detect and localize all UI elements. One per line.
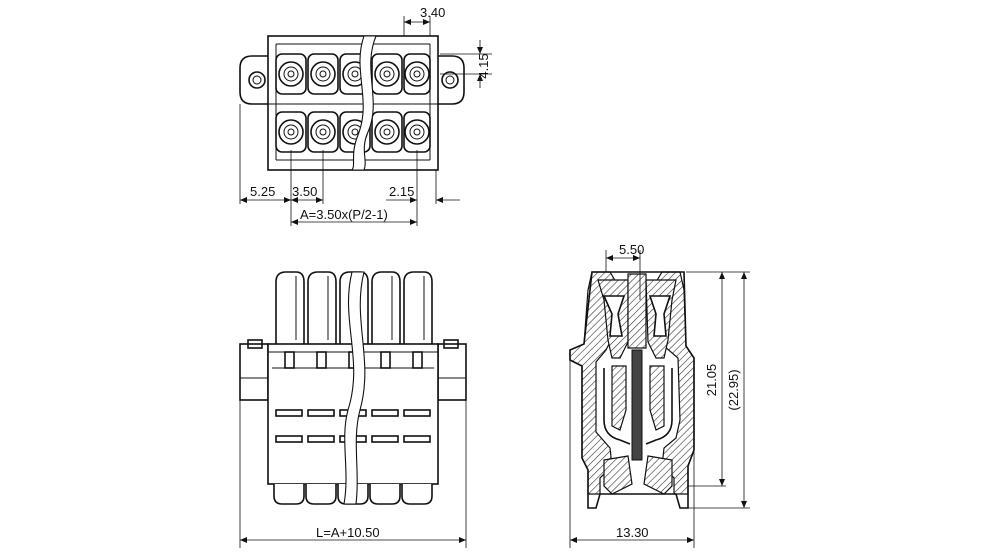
dim-top-offset: 3.40 bbox=[420, 5, 445, 20]
dim-side-height: 21.05 bbox=[704, 364, 719, 397]
right-mounting-hole bbox=[441, 71, 459, 89]
top-view-break-lines bbox=[350, 35, 377, 171]
dim-length-formula: L=A+10.50 bbox=[316, 525, 380, 540]
side-center-contact bbox=[631, 349, 643, 461]
dim-left-margin: 5.25 bbox=[250, 184, 275, 199]
front-view: L=A+10.50 bbox=[239, 271, 467, 548]
top-housing bbox=[267, 35, 439, 171]
dim-right-margin: 2.15 bbox=[389, 184, 414, 199]
front-view-break-lines bbox=[343, 271, 366, 505]
front-left-flange bbox=[239, 343, 269, 401]
left-mounting-flange bbox=[239, 55, 271, 105]
top-view: 3.40 4.15 5.25 3.50 2.15 A=3.50x(P/2-1) bbox=[239, 5, 492, 226]
upper-contact-row bbox=[275, 53, 431, 95]
dim-side-top-width: 5.50 bbox=[619, 242, 644, 257]
dim-side-height-total: (22.95) bbox=[726, 369, 741, 410]
right-mounting-flange bbox=[435, 55, 465, 105]
dim-side-depth: 13.30 bbox=[616, 525, 649, 540]
dim-row-offset: 4.15 bbox=[476, 53, 491, 78]
left-mounting-hole bbox=[248, 71, 266, 89]
dim-a-formula: A=3.50x(P/2-1) bbox=[300, 207, 388, 222]
side-section-view: 5.50 21.05 (22.95) 13.30 bbox=[569, 242, 750, 548]
front-right-flange bbox=[437, 343, 467, 401]
dim-pitch: 3.50 bbox=[292, 184, 317, 199]
